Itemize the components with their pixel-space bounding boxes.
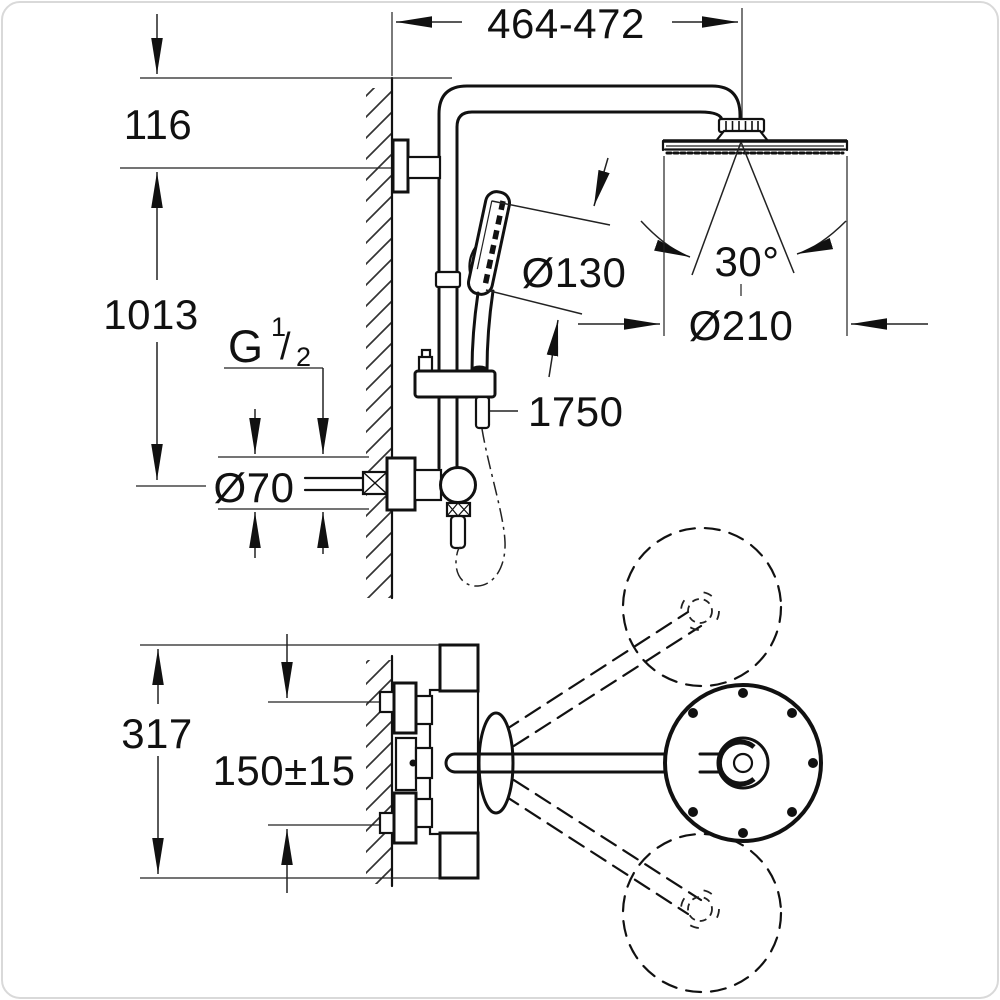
spray-cone: 30°: [640, 141, 847, 296]
dimension-head-diameter: Ø210: [578, 156, 928, 349]
thread-sup: 1: [271, 312, 286, 342]
dim-headshower-diameter-label: Ø210: [689, 302, 794, 349]
valve-rosette: [385, 456, 417, 512]
rosette-plan-top: [392, 681, 418, 735]
wall-front: [366, 76, 394, 600]
rosette-plan-bottom: [392, 791, 418, 845]
riser-coupling: [434, 270, 462, 289]
hose-nut: [445, 501, 472, 518]
dim-inlet-spacing-label: 150±15: [213, 747, 356, 794]
wall-plan: [366, 654, 394, 888]
valve-body-plan: [428, 688, 480, 836]
valve-knob: [439, 466, 477, 504]
thread-size-label: G: [228, 321, 263, 372]
plan-view: 317 150±15: [121, 526, 823, 994]
dimension-trim-height: 317: [121, 644, 479, 879]
dim-swivel-angle-label: 30°: [714, 238, 779, 285]
inlet-union-bottom: [378, 811, 396, 835]
hand-shower: [466, 190, 512, 373]
dimension-hose-length: 1750: [490, 388, 623, 435]
dimension-rosette-diameter: Ø70: [214, 368, 369, 558]
dimension-inlet-spacing: 150±15: [213, 634, 381, 893]
shower-hose: [455, 428, 506, 587]
thermostat-valve-plan: [378, 643, 480, 880]
front-view: 464-472 116 1013: [103, 0, 928, 600]
dim-rosette-diameter-label: Ø70: [214, 464, 295, 511]
hose-connector: [474, 395, 491, 430]
dimension-handshower-diameter: Ø130: [485, 157, 627, 378]
inlet-union-top: [378, 690, 396, 714]
head-shower-plan: [663, 683, 823, 843]
thread-sub: 2: [296, 342, 311, 372]
arm-escutcheon-disc: [477, 711, 515, 815]
thermostat-valve-front: [303, 456, 477, 550]
valve-body-front: [413, 468, 443, 502]
thread-slash: /: [280, 326, 291, 368]
dimension-top-offset: 116: [120, 14, 452, 169]
riser-pipe: [434, 84, 742, 470]
dimension-arm-width: 464-472: [391, 0, 743, 140]
head-shower-front: [661, 117, 849, 155]
slide-holder: [413, 348, 497, 430]
dim-handshower-diameter-label: Ø130: [522, 249, 627, 296]
dim-trim-height-label: 317: [121, 710, 193, 757]
dim-arm-width-label: 464-472: [487, 0, 645, 47]
wall-hatch-front: [366, 88, 392, 598]
dim-riser-height-label: 1013: [103, 291, 198, 338]
handshower-handle: [470, 291, 480, 373]
wall-bracket: [391, 138, 442, 194]
swivel-position-upper: [480, 526, 783, 762]
valve-outlet-tube: [449, 514, 467, 550]
dim-hose-length-label: 1750: [528, 388, 623, 435]
headshower-position-lower: [621, 832, 783, 994]
thread-callout: G 1 / 2: [224, 312, 323, 372]
dim-top-offset-label: 116: [124, 101, 192, 148]
swivel-position-lower: [480, 764, 783, 994]
headshower-position-upper: [621, 526, 783, 688]
dimension-riser-height: 1013: [103, 172, 206, 487]
